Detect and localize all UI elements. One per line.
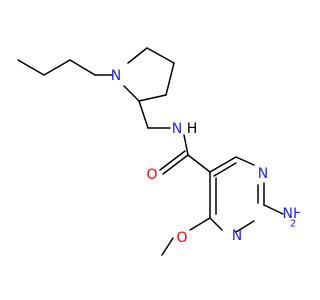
amide-group (159, 134, 211, 175)
bond (146, 47, 175, 64)
ring-nitrogen-top-label: N (258, 166, 268, 182)
amino-subscript-label: 2 (290, 219, 296, 230)
bond (17, 59, 45, 76)
bond (161, 237, 174, 256)
carbonyl-oxygen-label: O (146, 167, 157, 183)
bond (159, 150, 186, 171)
amide-nitrogen-label: N (172, 121, 182, 137)
bond (187, 154, 211, 173)
bond (235, 156, 255, 166)
amino-nh-label: NH (283, 206, 301, 222)
pyrimidine-ring (209, 156, 265, 233)
bond (138, 100, 149, 129)
ring-nitrogen-bottom-label: N (232, 228, 242, 244)
bond (69, 59, 96, 76)
pyrrolidine-nitrogen-label: N (111, 68, 121, 84)
atom-labels: N N H O N N NH 2 O (111, 68, 300, 246)
pyrrolidine-ring (123, 47, 175, 102)
bond (127, 47, 148, 64)
amino-group (263, 204, 284, 215)
molecule-structure: N N H O N N NH 2 O (17, 47, 300, 256)
bond (189, 217, 211, 231)
bond (209, 156, 237, 173)
bond (165, 62, 175, 96)
bond (123, 85, 140, 102)
bond (209, 217, 223, 231)
methylene-linker (138, 100, 171, 129)
butyl-chain (17, 59, 113, 76)
bond (213, 162, 237, 177)
methoxy-group (161, 217, 211, 256)
bond (162, 154, 189, 175)
bond (138, 94, 167, 102)
bond (235, 220, 255, 233)
structure-canvas: N N H O N N NH 2 O (17, 47, 300, 256)
methoxy-oxygen-label: O (176, 230, 187, 246)
amide-hydrogen-label: H (187, 121, 198, 137)
bond (43, 59, 71, 76)
bond (263, 204, 284, 215)
bond (183, 134, 189, 156)
